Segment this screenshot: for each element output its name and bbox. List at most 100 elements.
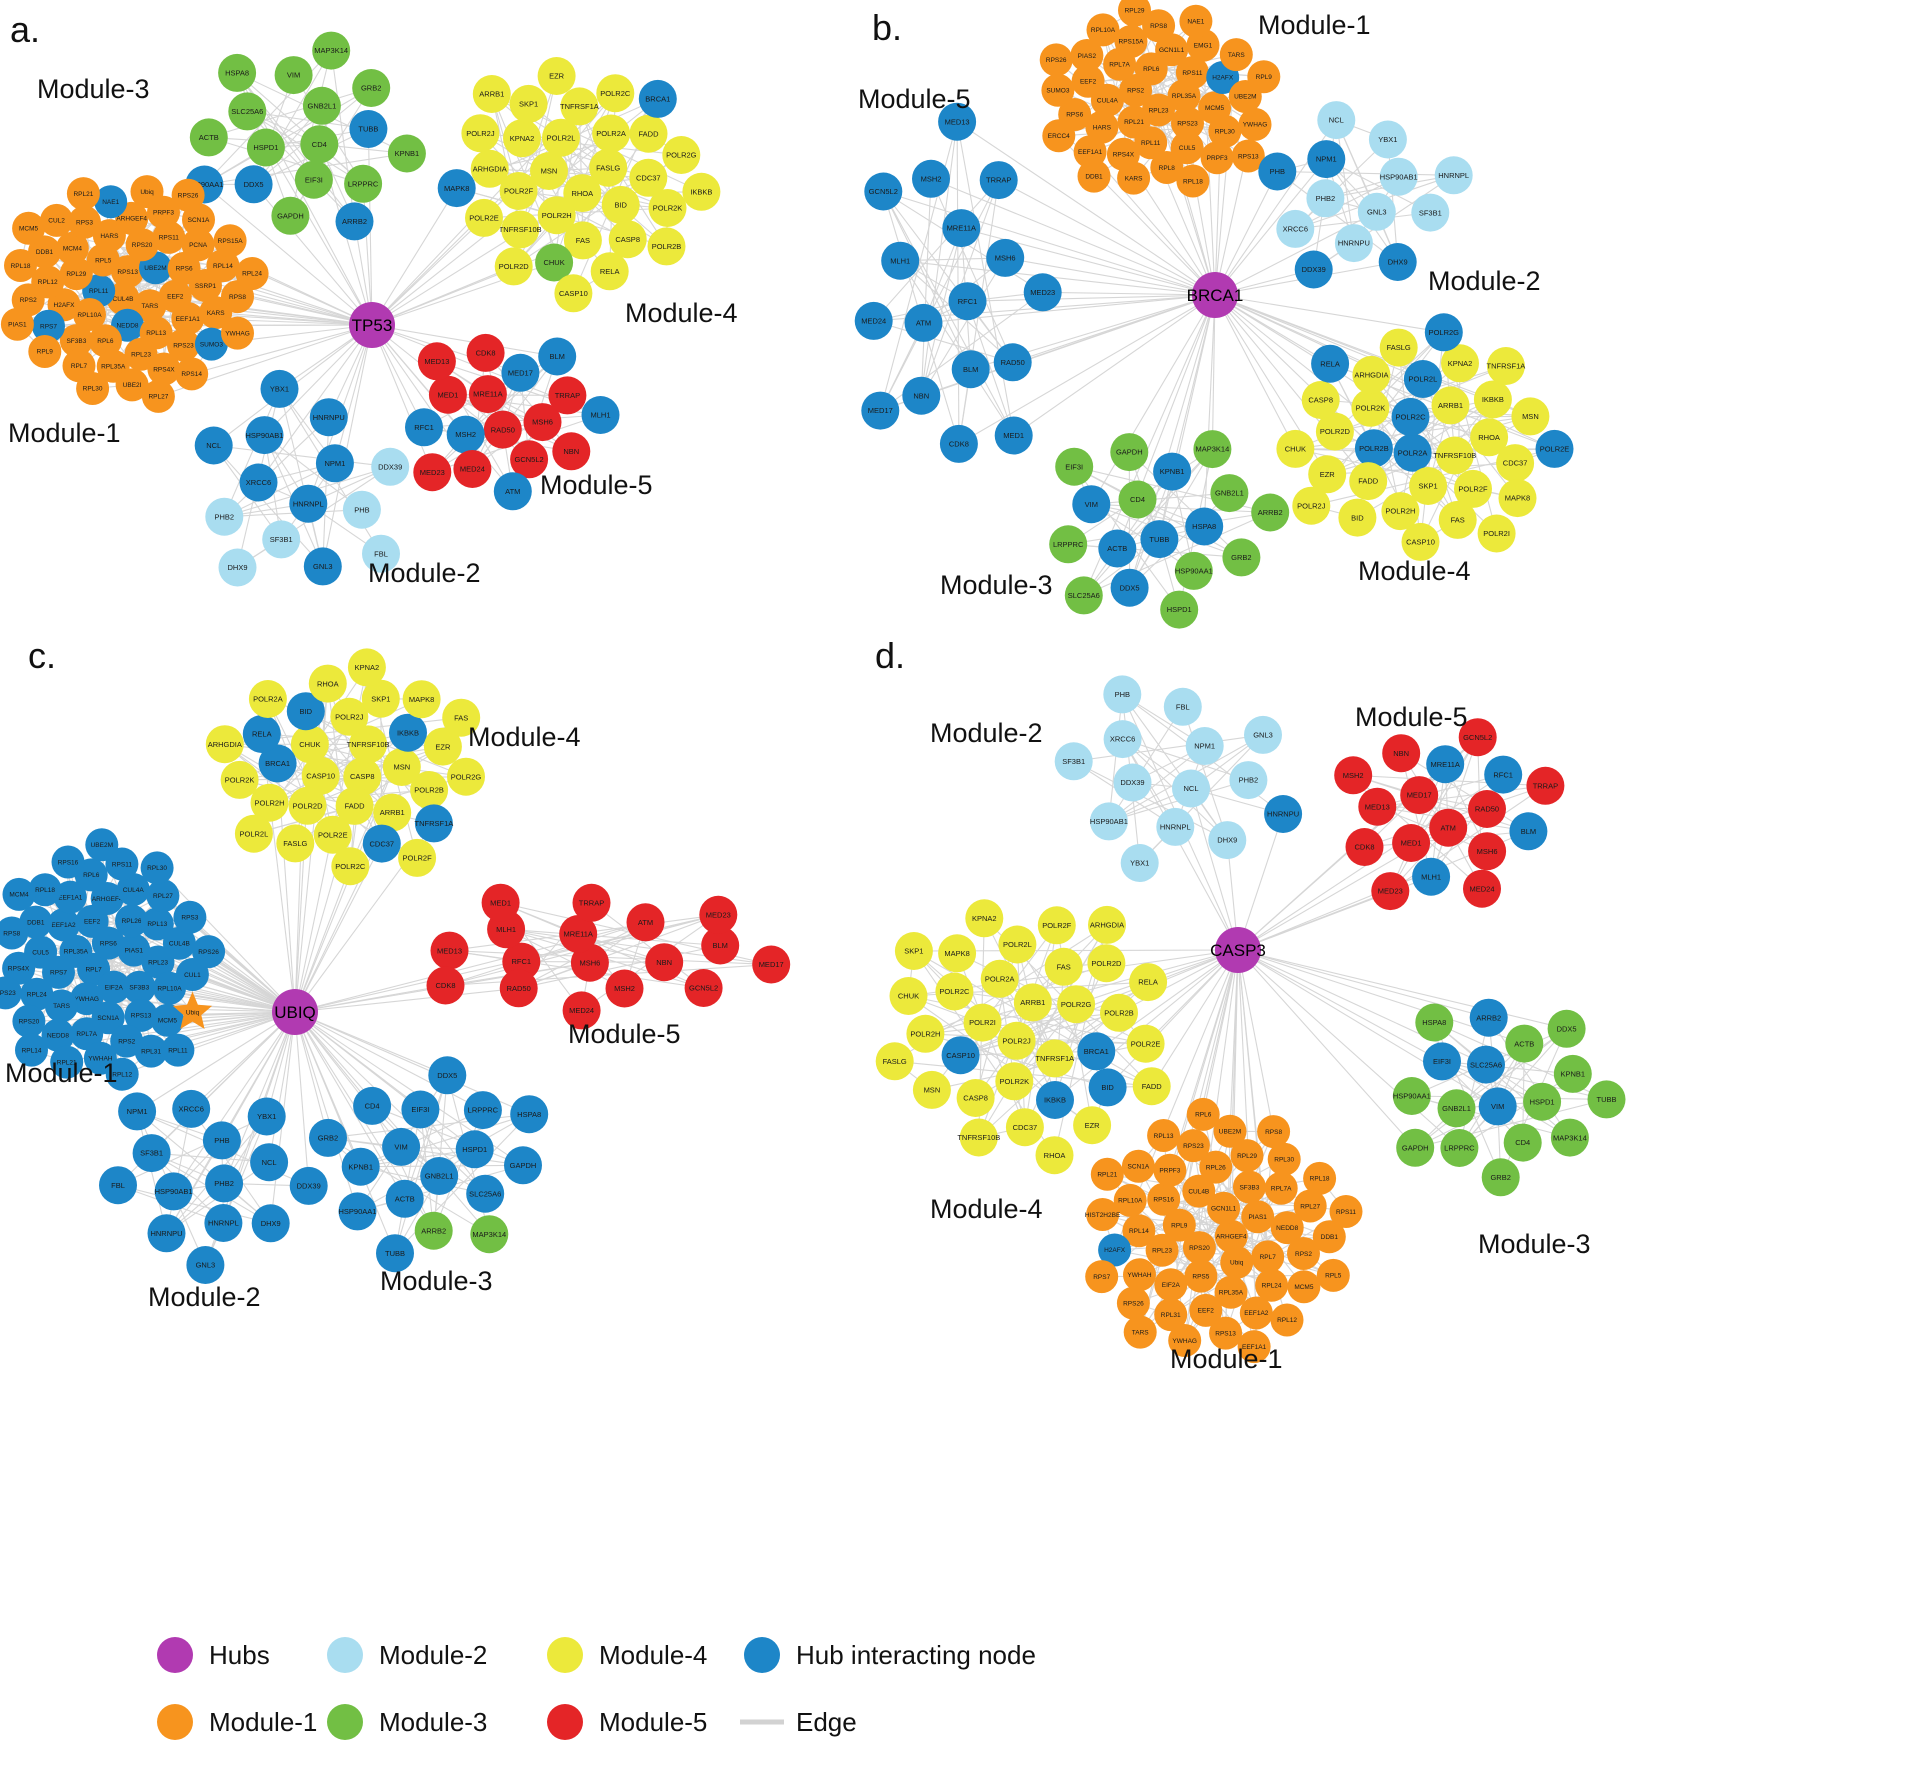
node-BLM[interactable]: BLM	[538, 337, 577, 376]
node-PRPF3[interactable]: PRPF3	[1153, 1153, 1187, 1187]
node-CD4[interactable]: CD4	[300, 125, 339, 164]
node-CASP10[interactable]: CASP10	[941, 1036, 980, 1075]
hub-TP53[interactable]: TP53	[349, 302, 395, 348]
node-PIAS1[interactable]: PIAS1	[0, 307, 34, 341]
node-RPL24[interactable]: RPL24	[235, 257, 269, 290]
node-RAD50[interactable]: RAD50	[483, 410, 522, 449]
node-RPL18[interactable]: RPL18	[4, 249, 37, 282]
node-POLR2G[interactable]: POLR2G	[662, 136, 701, 174]
node-MED13[interactable]: MED13	[430, 931, 469, 970]
node-POLR2K[interactable]: POLR2K	[220, 760, 259, 799]
node-XRCC6[interactable]: XRCC6	[1276, 209, 1315, 248]
node-TRRAP[interactable]: TRRAP	[979, 161, 1018, 200]
node-HSPA8[interactable]: HSPA8	[1185, 507, 1224, 546]
node-GCN5L2[interactable]: GCN5L2	[684, 969, 723, 1007]
node-CHUK[interactable]: CHUK	[1276, 429, 1315, 468]
node-POLR2E[interactable]: POLR2E	[465, 198, 503, 237]
node-YWHAG[interactable]: YWHAG	[221, 316, 254, 350]
node-MRE11A[interactable]: MRE11A	[1426, 745, 1465, 784]
node-POLR2L[interactable]: POLR2L	[234, 814, 273, 853]
node-TRRAP[interactable]: TRRAP	[572, 883, 611, 922]
node-GNL3[interactable]: GNL3	[1244, 715, 1282, 754]
node-IKBKB[interactable]: IKBKB	[1473, 380, 1512, 419]
node-RPL21[interactable]: RPL21	[1090, 1157, 1124, 1191]
node-ATM[interactable]: ATM	[626, 903, 665, 942]
node-CDK8[interactable]: CDK8	[426, 966, 465, 1005]
node-RPS14[interactable]: RPS14	[175, 357, 209, 391]
node-ACTB[interactable]: ACTB	[189, 118, 228, 157]
node-DDX5[interactable]: DDX5	[1110, 568, 1149, 607]
node-SUMO3[interactable]: SUMO3	[1041, 73, 1075, 107]
node-DDX5[interactable]: DDX5	[1547, 1009, 1586, 1048]
node-XRCC6[interactable]: XRCC6	[172, 1089, 211, 1128]
node-RPS26[interactable]: RPS26	[1116, 1286, 1150, 1320]
node-GAPDH[interactable]: GAPDH	[271, 196, 310, 235]
node-GRB2[interactable]: GRB2	[309, 1118, 347, 1157]
node-NBN[interactable]: NBN	[552, 432, 591, 471]
node-NCL[interactable]: NCL	[250, 1143, 289, 1182]
node-RPL18[interactable]: RPL18	[1303, 1161, 1337, 1195]
node-POLR2G[interactable]: POLR2G	[1057, 985, 1096, 1024]
node-RPS4X[interactable]: RPS4X	[147, 352, 181, 386]
node-RPS16[interactable]: RPS16	[1147, 1182, 1181, 1216]
node-TRRAP[interactable]: TRRAP	[1526, 766, 1565, 805]
node-MAP3K14[interactable]: MAP3K14	[470, 1215, 509, 1254]
node-POLR2B[interactable]: POLR2B	[410, 771, 449, 809]
node-MLH1[interactable]: MLH1	[581, 396, 620, 434]
node-NAE1[interactable]: NAE1	[1179, 4, 1213, 38]
node-SF3B1[interactable]: SF3B1	[262, 520, 301, 559]
node-CDK8[interactable]: CDK8	[939, 424, 978, 463]
node-POLR2B[interactable]: POLR2B	[647, 227, 686, 266]
node-RPS26[interactable]: RPS26	[192, 935, 226, 969]
node-MED1[interactable]: MED1	[481, 883, 520, 922]
node-NPM1[interactable]: NPM1	[118, 1092, 157, 1131]
node-SLC25A6[interactable]: SLC25A6	[1064, 576, 1103, 615]
node-FBL[interactable]: FBL	[99, 1166, 137, 1205]
node-MRE11A[interactable]: MRE11A	[468, 375, 507, 414]
node-YBX1[interactable]: YBX1	[247, 1097, 286, 1136]
node-MSH6[interactable]: MSH6	[986, 238, 1025, 277]
node-PHB[interactable]: PHB	[1103, 675, 1142, 714]
node-ERCC4[interactable]: ERCC4	[1042, 119, 1076, 153]
node-RPS23[interactable]: RPS23	[1176, 1129, 1210, 1163]
node-MED17[interactable]: MED17	[1400, 776, 1439, 815]
node-GAPDH[interactable]: GAPDH	[1396, 1128, 1435, 1167]
node-HSPD1[interactable]: HSPD1	[1160, 590, 1199, 629]
node-ATM[interactable]: ATM	[1429, 808, 1468, 847]
hub-UBIQ[interactable]: UBIQ	[272, 989, 318, 1035]
node-HSP90AB1[interactable]: HSP90AB1	[1379, 157, 1418, 196]
node-ACTB[interactable]: ACTB	[1098, 529, 1137, 568]
node-POLR2I[interactable]: POLR2I	[963, 1003, 1002, 1042]
node-CASP8[interactable]: CASP8	[956, 1079, 995, 1117]
node-PHB2[interactable]: PHB2	[1229, 761, 1268, 800]
node-HSPD1[interactable]: HSPD1	[1523, 1082, 1562, 1121]
node-DDX5[interactable]: DDX5	[234, 165, 273, 204]
node-DDX39[interactable]: DDX39	[1294, 250, 1333, 289]
node-MAP3K14[interactable]: MAP3K14	[312, 31, 351, 70]
node-RPL18[interactable]: RPL18	[1176, 164, 1210, 198]
node-YWHAH[interactable]: YWHAH	[1123, 1258, 1156, 1292]
node-YBX1[interactable]: YBX1	[1368, 120, 1407, 159]
node-HNRNPU[interactable]: HNRNPU	[309, 398, 348, 437]
node-GCN5L2[interactable]: GCN5L2	[864, 172, 903, 211]
node-PIAS1[interactable]: PIAS1	[1241, 1200, 1275, 1234]
node-FASLG[interactable]: FASLG	[589, 148, 628, 187]
node-RAD50[interactable]: RAD50	[993, 343, 1032, 382]
node-PHB2[interactable]: PHB2	[205, 1164, 244, 1203]
node-RPL27[interactable]: RPL27	[141, 379, 175, 413]
node-KPNA2[interactable]: KPNA2	[347, 648, 386, 687]
node-ARHGDIA[interactable]: ARHGDIA	[205, 725, 244, 764]
node-DDX39[interactable]: DDX39	[1113, 763, 1152, 802]
node-MSH2[interactable]: MSH2	[446, 415, 485, 454]
node-POLR2L[interactable]: POLR2L	[1403, 360, 1442, 398]
node-PHB[interactable]: PHB	[1258, 152, 1297, 191]
node-RPL9[interactable]: RPL9	[1247, 60, 1281, 94]
node-TUBB[interactable]: TUBB	[1140, 520, 1179, 559]
node-HNRNPL[interactable]: HNRNPL	[1156, 807, 1195, 846]
node-FBL[interactable]: FBL	[1163, 687, 1202, 726]
node-TARS[interactable]: TARS	[1219, 38, 1253, 72]
node-HSPD1[interactable]: HSPD1	[246, 128, 285, 167]
node-BRCA1[interactable]: BRCA1	[638, 79, 677, 118]
node-RPL12[interactable]: RPL12	[1270, 1303, 1304, 1337]
node-Ubiq[interactable]: Ubiq	[130, 175, 164, 209]
